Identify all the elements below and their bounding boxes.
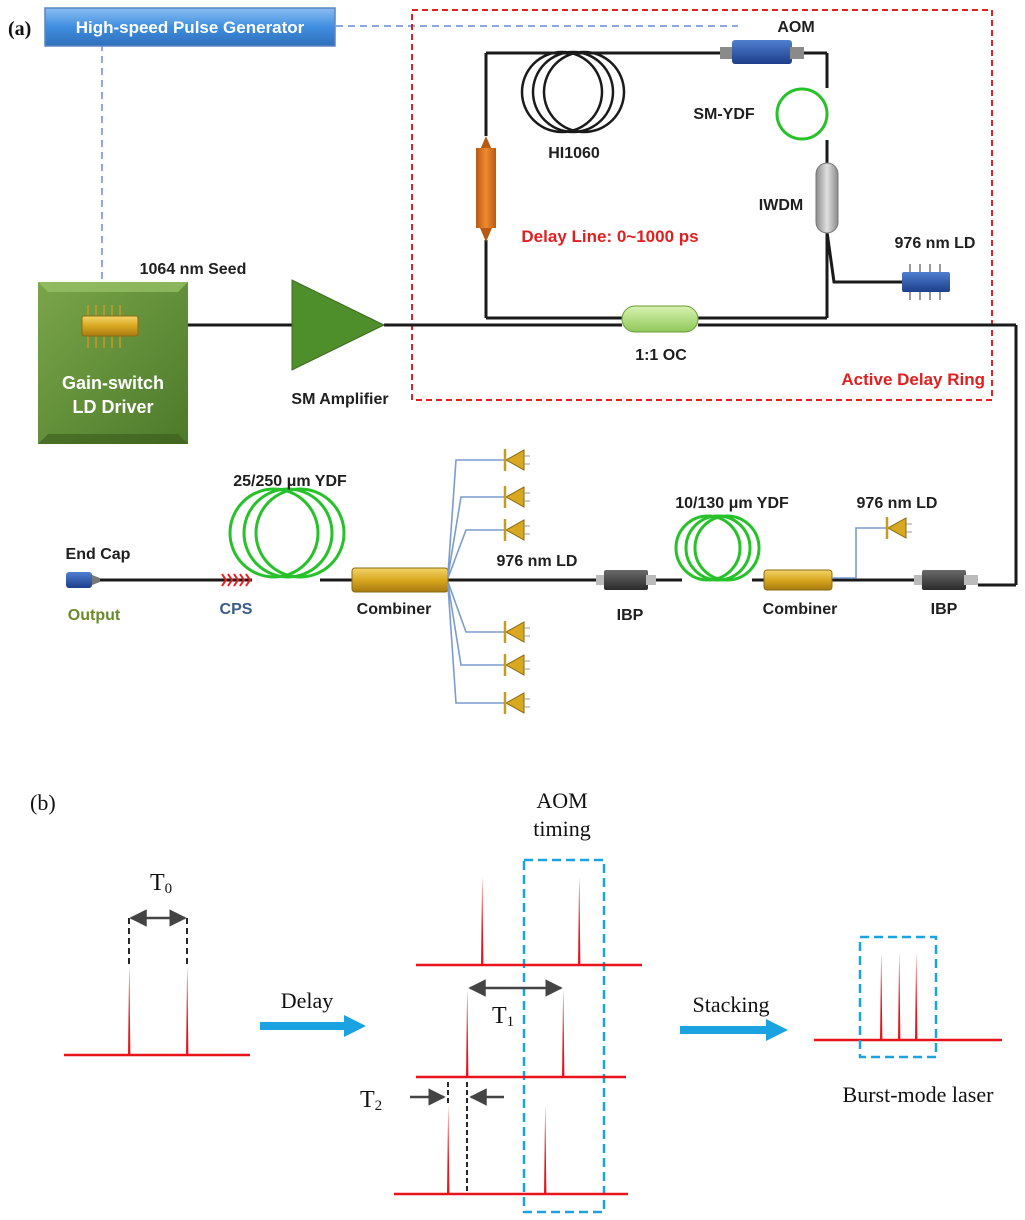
cps-label: CPS: [220, 601, 253, 618]
ring-ld-label: 976 nm LD: [895, 235, 976, 252]
ibp-left-label: IBP: [617, 607, 644, 624]
t1-label: T1: [492, 1003, 514, 1030]
sm-ydf-coil: [775, 87, 829, 141]
pulse: [574, 876, 584, 965]
main-ld-label: 976 nm LD: [497, 553, 578, 570]
cps-stripper: [221, 573, 252, 587]
sm-amplifier-label: SM Amplifier: [291, 391, 388, 408]
pulse: [462, 988, 472, 1077]
pre-ld-label: 976 nm LD: [857, 495, 938, 512]
pre-combiner: [763, 569, 833, 591]
delay-line-label: Delay Line: 0~1000 ps: [521, 227, 698, 246]
pulse-train-row-2: [416, 979, 626, 1079]
aom-timing-label-line2: timing: [533, 816, 590, 841]
hi1060-coil: [520, 50, 626, 134]
ydf-25-250-coil: [228, 487, 346, 579]
oc-coupler: [621, 305, 699, 333]
active-delay-ring-label: Active Delay Ring: [841, 370, 985, 389]
aom-timing-window: [522, 858, 606, 1214]
pulse: [443, 1105, 453, 1194]
oc-label: 1:1 OC: [635, 347, 687, 364]
output-label: Output: [68, 607, 121, 624]
pulse: [540, 1105, 550, 1194]
driver-label-line1: Gain-switch: [62, 373, 164, 393]
t0-label: T0: [150, 870, 172, 897]
ibp-left: [596, 570, 656, 590]
main-fiber-path: [138, 323, 1018, 587]
control-lines: [101, 25, 738, 282]
iwdm-component: [815, 162, 839, 234]
ring-fiber: [484, 51, 903, 320]
burst-pulse-train: [814, 952, 1002, 1042]
pre-pump-diode: [885, 517, 912, 539]
main-combiner: [351, 567, 449, 593]
sm-ydf-label: SM-YDF: [693, 106, 755, 123]
burst-mode-laser-label: Burst-mode laser: [843, 1082, 995, 1107]
pulse-train-row-1: [416, 876, 642, 967]
seed-label: 1064 nm Seed: [140, 261, 247, 278]
delay-arrow: [260, 1015, 366, 1037]
pulse: [124, 965, 134, 1055]
ring-pump-ld: [902, 264, 950, 300]
ibp-right: [914, 570, 978, 590]
end-cap: [66, 572, 100, 588]
pulse-train-original: [64, 909, 250, 1057]
aom-component: [720, 40, 804, 64]
stacking-label: Stacking: [693, 992, 770, 1017]
delay-label: Delay: [281, 988, 334, 1013]
main-pump-diodes: [503, 449, 530, 714]
t2-label: T2: [360, 1087, 382, 1114]
ydf-10-130-label: 10/130 μm YDF: [675, 495, 789, 512]
hi1060-label: HI1060: [548, 145, 600, 162]
stacking-arrow: [680, 1019, 788, 1041]
aom-timing-label-line1: AOM: [536, 788, 587, 813]
aom-label: AOM: [777, 19, 814, 36]
main-combiner-label: Combiner: [357, 601, 432, 618]
ld-driver-box: Gain-switch LD Driver: [38, 282, 188, 444]
pulse: [558, 988, 568, 1077]
driver-label-line2: LD Driver: [72, 397, 153, 417]
panel-b-label: (b): [30, 790, 56, 815]
pulse: [876, 952, 886, 1040]
iwdm-label: IWDM: [759, 197, 803, 214]
seed-diode: [81, 305, 139, 348]
pulse-train-row-3: [394, 1082, 628, 1196]
pulse: [894, 952, 904, 1040]
end-cap-label: End Cap: [66, 546, 131, 563]
main-pump-fibers: [447, 459, 506, 704]
pre-pump-fiber: [832, 527, 888, 579]
panel-a-label: (a): [8, 18, 31, 40]
pulse: [182, 965, 192, 1055]
pulse: [477, 876, 487, 965]
delay-line-component: [476, 136, 496, 242]
active-delay-ring-boundary: [411, 9, 993, 401]
ibp-right-label: IBP: [931, 601, 958, 618]
ydf-10-130-coil: [674, 514, 761, 582]
pulse-generator-label: High-speed Pulse Generator: [76, 18, 305, 37]
ydf-25-250-label: 25/250 μm YDF: [233, 473, 347, 490]
pulse-generator: High-speed Pulse Generator: [44, 7, 336, 47]
pulse: [911, 952, 921, 1040]
pre-combiner-label: Combiner: [763, 601, 838, 618]
sm-amplifier-triangle: [291, 279, 386, 371]
